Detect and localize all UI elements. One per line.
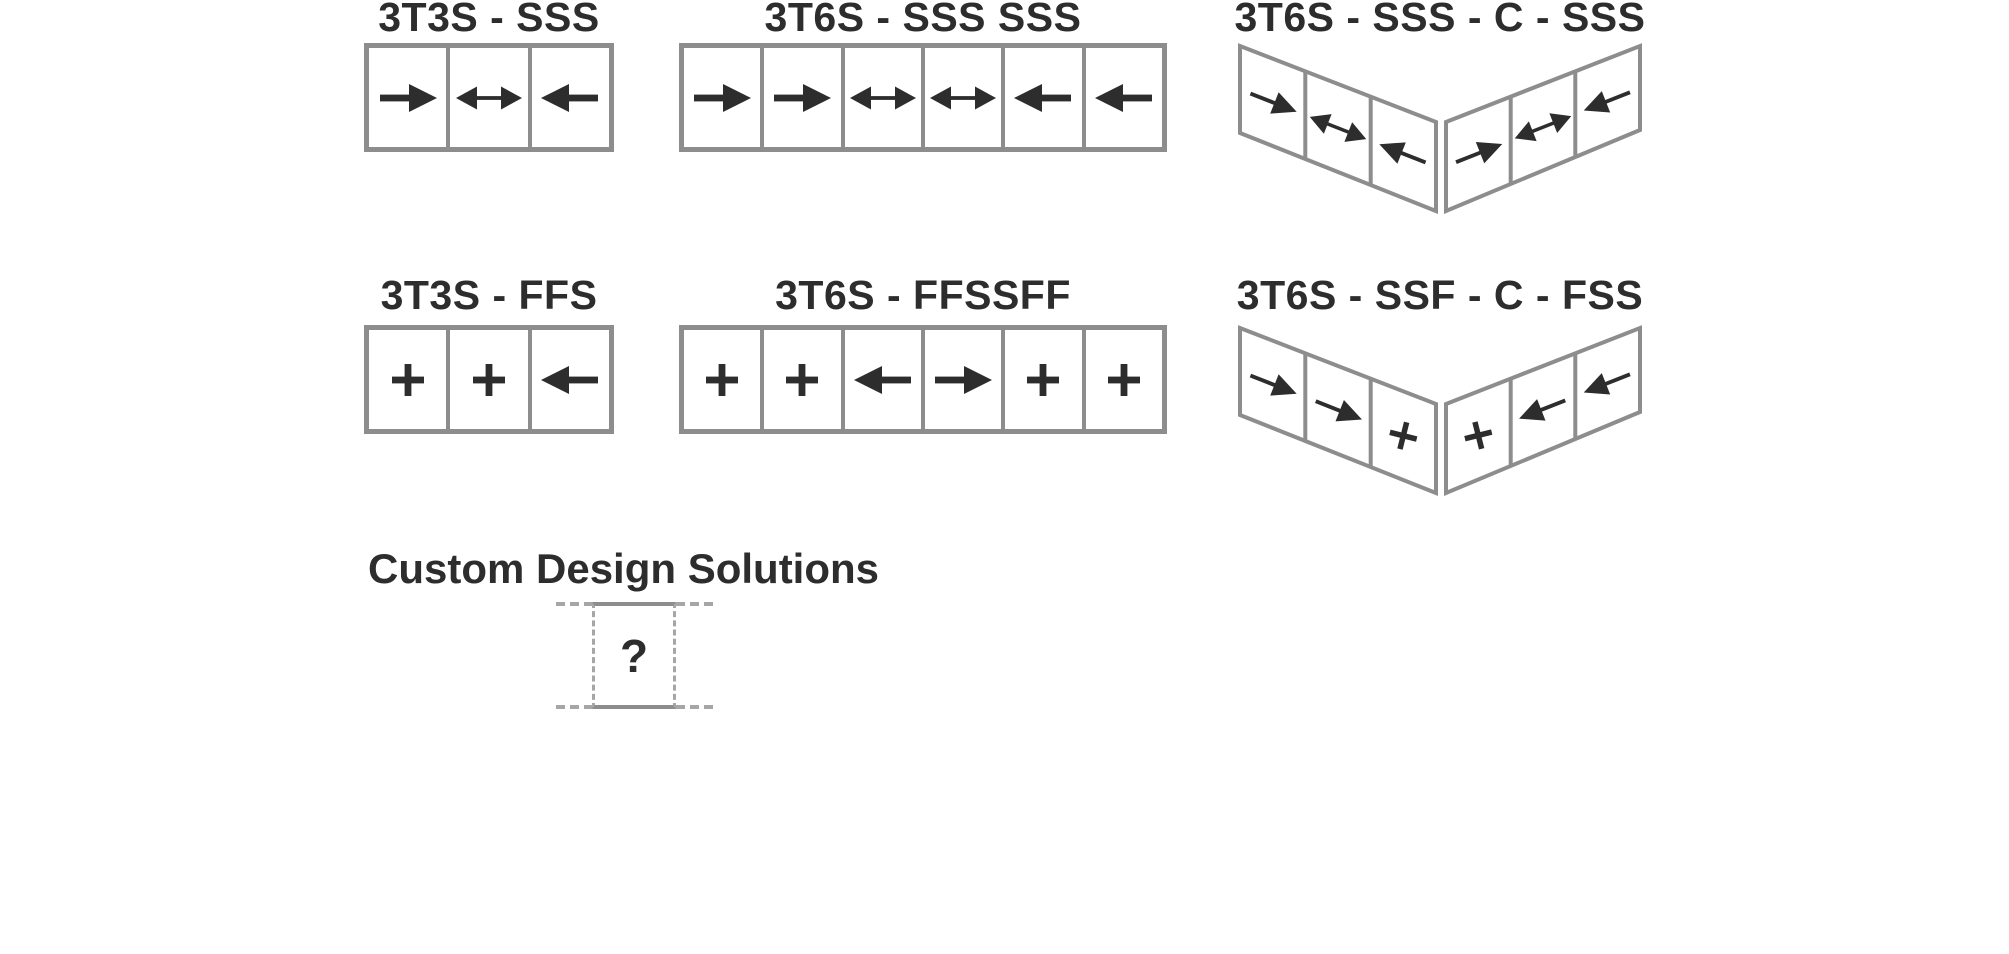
arrow-right-icon [379, 83, 437, 112]
fixed-plus-icon [786, 363, 819, 396]
door-panel-arrow-right [760, 48, 840, 147]
door-assembly-3t6s-sss-sss [679, 43, 1167, 152]
arrow-both-icon [849, 86, 916, 109]
door-panel-fixed-plus [446, 330, 527, 429]
arrow-left-icon [541, 83, 599, 112]
diagram-title-3t6s-sss-c-sss: 3T6S - SSS - C - SSS [1234, 0, 1646, 40]
arrow-left-icon [1379, 142, 1427, 165]
door-panel-arrow-right [369, 48, 446, 147]
fixed-plus-icon [472, 363, 505, 396]
custom-design-placeholder: ? [556, 602, 714, 709]
door-panel-arrow-left [527, 330, 609, 429]
diagram-title-3t3s-sss: 3T3S - SSS [378, 0, 600, 40]
fixed-plus-icon [1464, 421, 1493, 450]
arrow-right-icon [774, 83, 832, 112]
door-panel-fixed-plus [1081, 330, 1162, 429]
dashed-extension-top-left [556, 602, 592, 606]
arrow-right-icon [1249, 91, 1297, 114]
arrow-left-icon [1014, 83, 1072, 112]
arrow-right-icon [935, 365, 993, 394]
door-assembly-3t3s-ffs [364, 325, 614, 434]
custom-door-panel: ? [592, 602, 676, 709]
door-panel-fixed-plus [684, 330, 760, 429]
door-panel-arrow-right [920, 330, 1001, 429]
door-panel-arrow-left [1001, 48, 1081, 147]
arrow-both-icon [930, 86, 997, 109]
dashed-extension-top-right [676, 602, 714, 606]
door-panel-arrow-both [840, 48, 921, 147]
corner-assembly-drawing [1238, 325, 1642, 497]
arrow-left-icon [1583, 372, 1631, 395]
arrow-right-icon [694, 83, 752, 112]
door-panel-arrow-left [1081, 48, 1162, 147]
diagram-title-3t3s-ffs: 3T3S - FFS [380, 272, 598, 318]
corner-assembly-drawing [1238, 43, 1642, 215]
diagram-title-3t6s-ffssff: 3T6S - FFSSFF [775, 272, 1071, 318]
door-assembly-3t3s-sss [364, 43, 614, 152]
arrow-both-icon [455, 86, 522, 109]
dashed-extension-bottom-left [556, 705, 592, 709]
custom-design-heading: Custom Design Solutions [368, 545, 880, 592]
door-panel-arrow-left [840, 330, 921, 429]
diagram-title-3t6s-sss-sss: 3T6S - SSS SSS [764, 0, 1082, 40]
door-panel-fixed-plus [369, 330, 446, 429]
arrow-both-icon [1514, 113, 1572, 142]
door-panel-arrow-right [684, 48, 760, 147]
door-assembly-3t6s-ssf-c-fss [1233, 318, 1647, 502]
question-mark: ? [619, 629, 649, 682]
arrow-right-icon [1249, 373, 1297, 396]
fixed-plus-icon [1389, 421, 1418, 450]
arrow-left-icon [1583, 90, 1631, 113]
fixed-plus-icon [1107, 363, 1140, 396]
fixed-plus-icon [1027, 363, 1060, 396]
diagram-title-3t6s-ssf-c-fss: 3T6S - SSF - C - FSS [1236, 272, 1644, 318]
fixed-plus-icon [391, 363, 424, 396]
dashed-extension-bottom-right [676, 705, 714, 709]
door-assembly-3t6s-sss-c-sss [1233, 36, 1647, 220]
door-panel-arrow-left [527, 48, 609, 147]
arrow-left-icon [1519, 398, 1566, 421]
fixed-plus-icon [706, 363, 739, 396]
arrow-right-icon [1455, 142, 1503, 164]
door-panel-fixed-plus [1001, 330, 1081, 429]
arrow-both-icon [1309, 114, 1367, 142]
arrow-left-icon [853, 365, 911, 394]
arrow-right-icon [1315, 399, 1362, 422]
door-panel-fixed-plus [760, 330, 840, 429]
arrow-left-icon [1094, 83, 1152, 112]
door-panel-arrow-both [920, 48, 1001, 147]
arrow-left-icon [541, 365, 599, 394]
door-panel-arrow-both [446, 48, 527, 147]
door-assembly-3t6s-ffssff [679, 325, 1167, 434]
